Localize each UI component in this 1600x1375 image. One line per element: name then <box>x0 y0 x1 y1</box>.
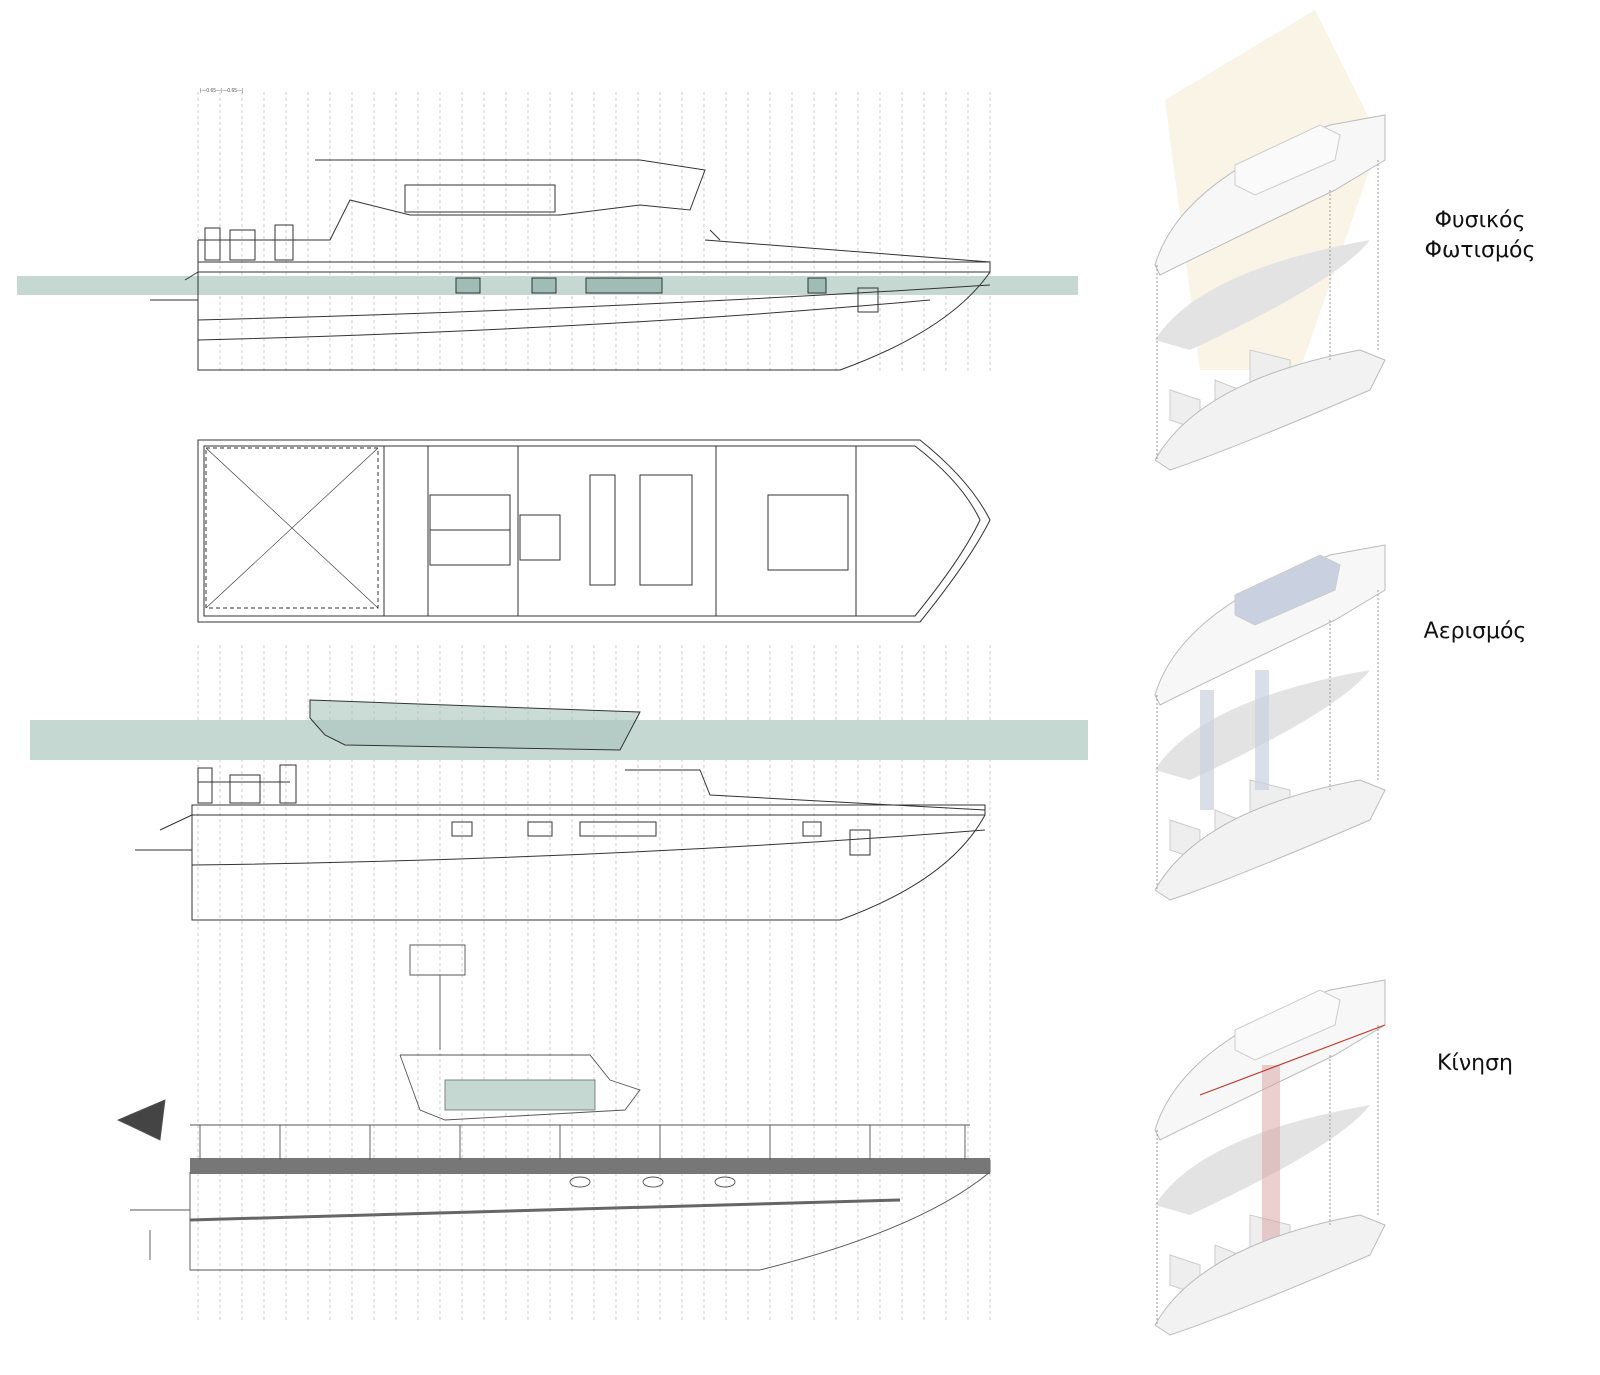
diagram-title-ventilation: Αερισμός <box>1423 619 1527 644</box>
floor-plan <box>197 439 991 623</box>
elevation-top <box>17 159 1078 371</box>
exploded-axonometrics <box>1154 10 1386 1336</box>
axonometric-1 <box>1154 544 1386 901</box>
gridlines-bottom <box>197 645 991 1320</box>
reference-patrol-boat <box>116 944 991 1271</box>
dimension-label: |—0.65—|—0.65—| <box>200 88 244 94</box>
elevation-middle <box>30 699 1088 921</box>
axonometric-2 <box>1154 979 1386 1336</box>
axonometric-0 <box>1154 10 1386 471</box>
diagram-title-movement: Κίνηση <box>1437 1051 1513 1076</box>
gridlines-top <box>197 92 991 372</box>
